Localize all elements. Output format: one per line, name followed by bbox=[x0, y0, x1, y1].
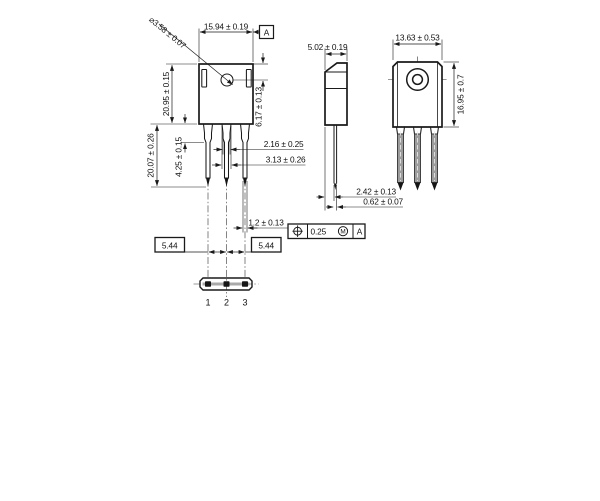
lead1-tip bbox=[206, 178, 210, 187]
position-tolerance-icon bbox=[292, 225, 303, 237]
side-body bbox=[324, 62, 348, 126]
mounting-hole-back bbox=[411, 73, 424, 86]
lead2-tip bbox=[224, 178, 229, 187]
pitch-right-box bbox=[250, 236, 282, 253]
back-pins bbox=[395, 126, 440, 191]
pin2-section bbox=[223, 281, 230, 287]
back-pin3-tip bbox=[431, 182, 438, 191]
dim-lead-width-tip: 1.2 ± 0.13 bbox=[248, 218, 284, 228]
dim-pitch-right: 5.44 bbox=[258, 240, 274, 250]
dim-lead-width-base: 3.13 ± 0.26 bbox=[266, 155, 306, 165]
dim-back-width: 13.63 ± 0.53 bbox=[395, 33, 440, 43]
lead3-tip bbox=[243, 178, 247, 187]
dim-side-thickness: 5.02 ± 0.19 bbox=[308, 42, 348, 52]
dim-hole-diameter: ⌀3.58 ± 0.07 bbox=[147, 14, 188, 50]
right-slot bbox=[245, 68, 252, 88]
datum-label: A bbox=[264, 27, 270, 37]
pin3-section bbox=[242, 281, 248, 287]
back-pin2-tip bbox=[414, 182, 421, 191]
bottom-outline bbox=[199, 277, 253, 291]
side-view: 5.02 ± 0.19 2.42 ± 0.13 0.62 ± 0.07 bbox=[308, 42, 404, 211]
feature-control-frame: 0.25 M A bbox=[287, 223, 366, 240]
back-body bbox=[392, 61, 443, 128]
lead3 bbox=[239, 123, 251, 179]
pin1-label: 1 bbox=[205, 298, 210, 308]
datum-triangle-icon bbox=[253, 29, 259, 35]
mmc-modifier-icon: M bbox=[337, 226, 349, 237]
lead2 bbox=[221, 123, 232, 179]
dim-side-lead-thickness: 0.62 ± 0.07 bbox=[363, 197, 403, 207]
hole-leader bbox=[158, 23, 233, 85]
svg-text:M: M bbox=[340, 229, 345, 236]
dim-pitch-left: 5.44 bbox=[162, 240, 178, 250]
dim-front-width: 15.94 ± 0.19 bbox=[204, 22, 249, 32]
back-view: 13.63 ± 0.53 16.95 ± 0.7 bbox=[388, 33, 466, 191]
dim-body-height: 20.95 ± 0.15 bbox=[161, 71, 171, 116]
fcf-tolerance: 0.25 bbox=[311, 226, 327, 236]
dim-shoulder-length: 4.25 ± 0.15 bbox=[174, 137, 184, 177]
pitch-left-box bbox=[154, 236, 186, 253]
pin3-label: 3 bbox=[242, 298, 247, 308]
lead1 bbox=[202, 123, 214, 179]
side-lead-tip bbox=[334, 183, 337, 190]
front-view: 15.94 ± 0.19 A ⌀3.58 ± 0.07 20.95 ± 0.15… bbox=[146, 14, 306, 297]
pin1-section bbox=[205, 281, 211, 287]
dim-pin-length: 20.07 ± 0.26 bbox=[146, 133, 156, 178]
mounting-boss bbox=[405, 67, 430, 92]
fcf-datum: A bbox=[357, 226, 363, 236]
back-pin1-tip bbox=[397, 182, 404, 191]
dim-side-lead-offset: 2.42 ± 0.13 bbox=[356, 187, 396, 197]
pin2-label: 2 bbox=[224, 298, 229, 308]
dim-back-height: 16.95 ± 0.7 bbox=[456, 74, 466, 114]
left-slot bbox=[201, 68, 208, 88]
dim-hole-offset: 6.17 ± 0.13 bbox=[254, 87, 264, 127]
dim-lead-width-mid: 2.16 ± 0.25 bbox=[264, 139, 304, 149]
bottom-view: 1 2 3 bbox=[193, 277, 259, 308]
datum-a-flag: A bbox=[253, 24, 275, 40]
